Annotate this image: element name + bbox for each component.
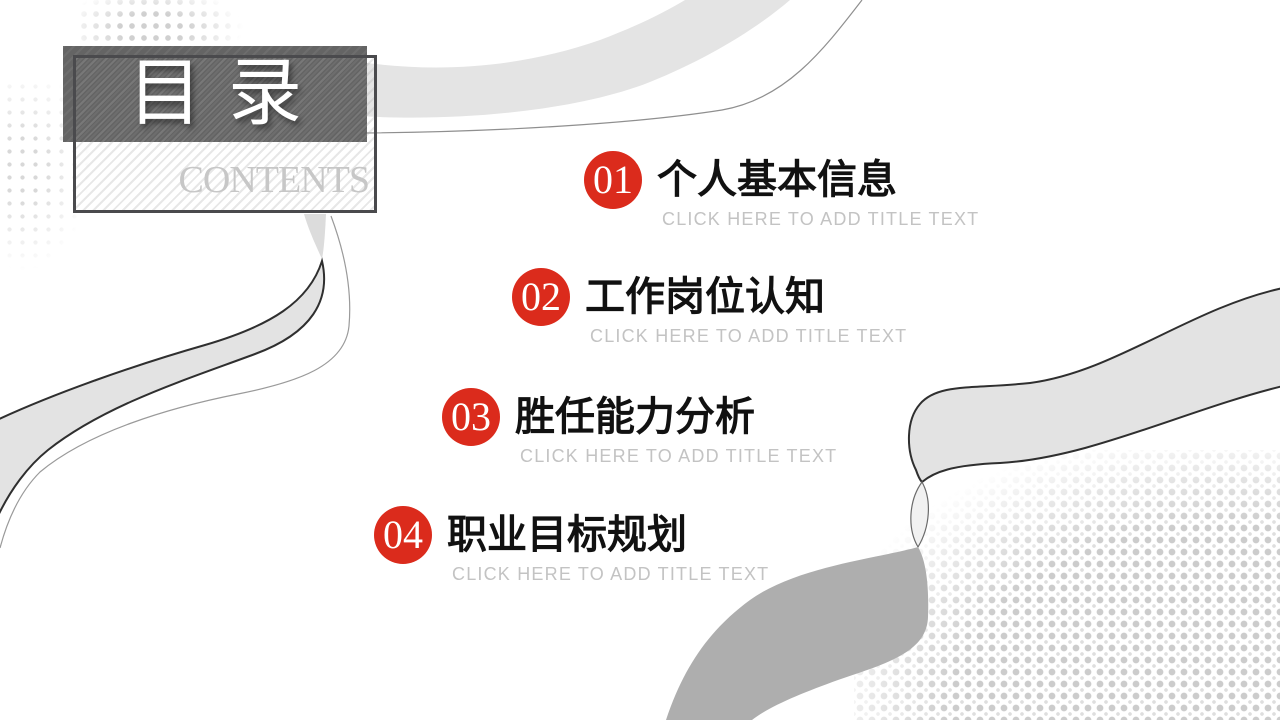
item-title: 个人基本信息 [657,157,897,202]
item-subtitle: CLICK HERE TO ADD TITLE TEXT [520,446,838,466]
item-subtitle: CLICK HERE TO ADD TITLE TEXT [452,564,770,584]
leaf-shape [910,480,929,549]
item-title: 职业目标规划 [447,512,687,557]
item-text-block: 胜任能力分析 CLICK HERE TO ADD TITLE TEXT [515,388,837,467]
ribbon-tail-under-box [304,214,326,259]
item-subtitle: CLICK HERE TO ADD TITLE TEXT [590,326,908,346]
item-text-block: 职业目标规划 CLICK HERE TO ADD TITLE TEXT [447,506,769,585]
item-number-badge: 01 [584,151,642,209]
page-title: 目录 [128,53,328,135]
toc-item-2[interactable]: 02 工作岗位认知 CLICK HERE TO ADD TITLE TEXT [512,268,907,347]
item-subtitle: CLICK HERE TO ADD TITLE TEXT [662,209,980,229]
thin-line-top [361,0,863,134]
item-title: 胜任能力分析 [515,394,755,439]
item-text-block: 个人基本信息 CLICK HERE TO ADD TITLE TEXT [657,151,979,230]
toc-item-3[interactable]: 03 胜任能力分析 CLICK HERE TO ADD TITLE TEXT [442,388,837,467]
item-title: 工作岗位认知 [585,274,825,319]
toc-item-1[interactable]: 01 个人基本信息 CLICK HERE TO ADD TITLE TEXT [584,151,979,230]
ribbon-top-band [360,0,790,118]
ribbon-left-outlined [0,257,326,515]
thin-line-left [0,215,351,549]
item-number-badge: 02 [512,268,570,326]
item-number-badge: 03 [442,388,500,446]
item-text-block: 工作岗位认知 CLICK HERE TO ADD TITLE TEXT [585,268,907,347]
item-number-badge: 04 [374,506,432,564]
toc-item-4[interactable]: 04 职业目标规划 CLICK HERE TO ADD TITLE TEXT [374,506,769,585]
page-subtitle: CONTENTS [178,159,370,201]
ribbon-right-outlined [907,287,1280,484]
